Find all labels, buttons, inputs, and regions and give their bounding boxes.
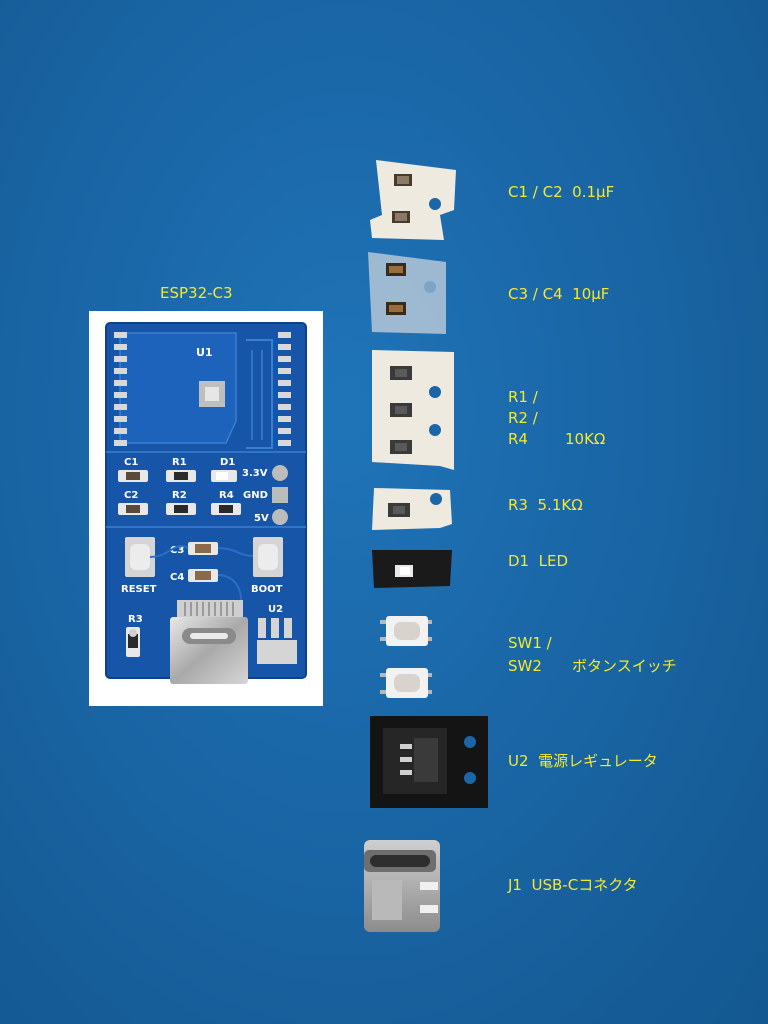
silk-3v3: 3.3V	[242, 468, 268, 479]
silk-gnd: GND	[243, 490, 268, 501]
silk-c1: C1	[124, 457, 138, 468]
part-ref: R1 / R2 / R4	[508, 388, 538, 448]
silk-u2: U2	[268, 604, 283, 615]
part-ref: SW1 / SW2	[508, 634, 552, 675]
pcb-board: U1 C1 R1 D1 3.3V C2 R2 R4 GND 5V	[89, 311, 323, 706]
button-switch-sw1	[380, 616, 432, 646]
silk-c4: C4	[170, 572, 184, 583]
regulator-u2	[370, 716, 488, 808]
part-value: 10µF	[572, 285, 610, 303]
cap-c3-c4-tape	[368, 252, 446, 334]
part-ref: C1 / C2	[508, 183, 563, 201]
esp32-module	[114, 332, 291, 449]
led-d1	[372, 550, 452, 588]
resistors-r1-r2-r4-tape	[372, 350, 454, 470]
part-ref: J1	[508, 876, 522, 894]
part-value: ボタンスイッチ	[572, 657, 677, 675]
silk-r1: R1	[172, 457, 187, 468]
part-label-r3: R3 5.1KΩ	[508, 496, 583, 515]
part-label-u2: U2 電源レギュレータ	[508, 752, 658, 771]
part-label-sw1-sw2: SW1 / SW2 ボタンスイッチ	[508, 632, 677, 678]
part-value: 電源レギュレータ	[538, 752, 658, 770]
part-value: 0.1µF	[572, 183, 615, 201]
silk-5v: 5V	[254, 513, 269, 524]
silk-u1: U1	[196, 346, 213, 359]
silk-r2: R2	[172, 490, 187, 501]
part-value: 5.1KΩ	[537, 496, 583, 514]
part-label-r1-r2-r4: R1 / R2 / R4 10KΩ	[508, 387, 605, 450]
pad-row1	[118, 470, 237, 482]
part-value: LED	[538, 552, 569, 570]
reset-button-footprint	[125, 537, 155, 577]
part-ref: R3	[508, 496, 528, 514]
silk-boot: BOOT	[251, 584, 283, 595]
part-label-j1: J1 USB-Cコネクタ	[508, 876, 638, 895]
part-ref: C3 / C4	[508, 285, 563, 303]
part-ref: D1	[508, 552, 530, 570]
part-label-d1: D1 LED	[508, 552, 568, 571]
u2-footprint	[257, 618, 297, 664]
part-label-c1-c2: C1 / C2 0.1µF	[508, 183, 614, 202]
test-pad-3v3	[272, 465, 288, 481]
silk-c2: C2	[124, 490, 138, 501]
test-pad-gnd	[272, 487, 288, 503]
button-switch-sw2	[380, 668, 432, 698]
part-value: 10KΩ	[565, 430, 606, 448]
resistor-r3-tape	[372, 488, 452, 530]
part-label-c3-c4: C3 / C4 10µF	[508, 285, 609, 304]
part-ref: U2	[508, 752, 529, 770]
cap-c1-c2-tape	[370, 160, 456, 240]
board-title: ESP32-C3	[160, 284, 233, 302]
silk-d1: D1	[220, 457, 235, 468]
silk-reset: RESET	[121, 584, 157, 595]
silk-c3: C3	[170, 545, 184, 556]
silk-r4: R4	[219, 490, 234, 501]
pad-row2	[118, 503, 241, 515]
part-value: USB-Cコネクタ	[531, 876, 638, 894]
usb-c-connector-j1	[364, 840, 440, 932]
usb-c-footprint	[170, 600, 248, 684]
silk-r3: R3	[128, 614, 143, 625]
test-pad-5v	[272, 509, 288, 525]
boot-button-footprint	[253, 537, 283, 577]
